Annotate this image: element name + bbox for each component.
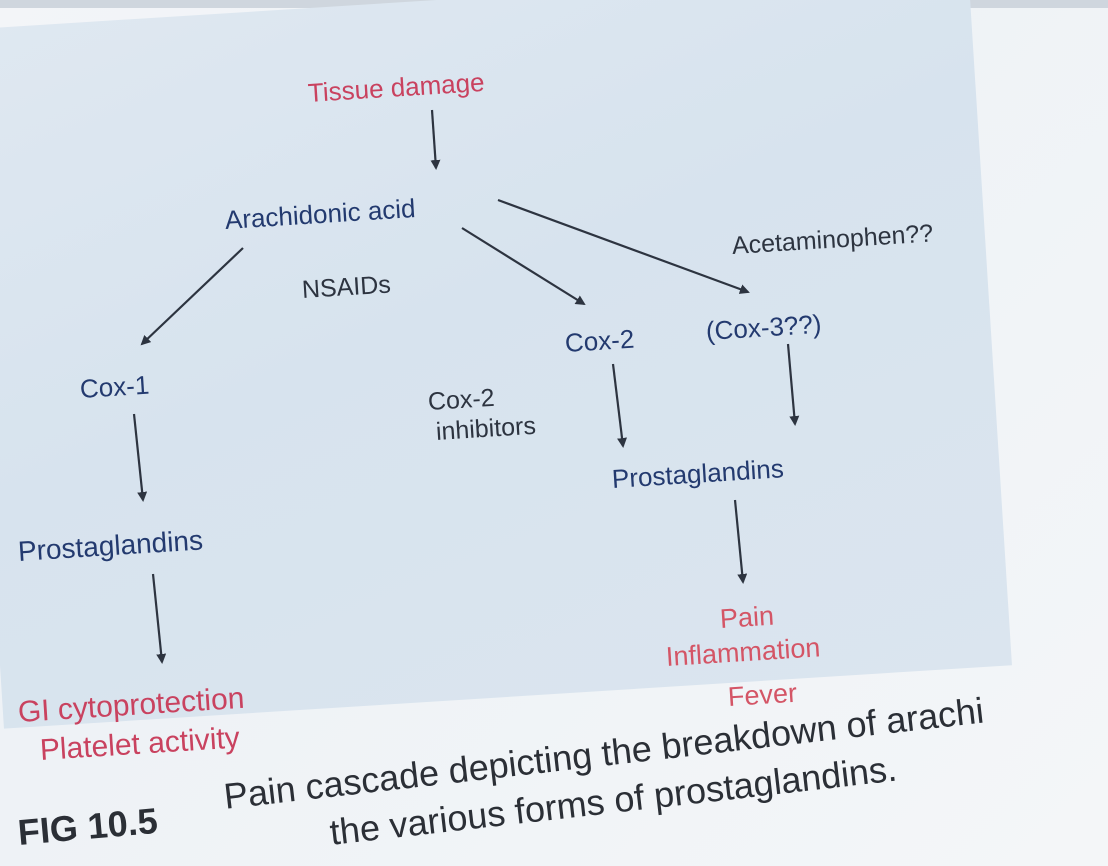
label-nsaids: NSAIDs: [301, 270, 392, 304]
arrow-prostaglandins-right-to-pain: [733, 499, 748, 584]
node-cox2: Cox-2: [564, 323, 636, 358]
arrow-arachidonic-to-cox3: [497, 198, 750, 294]
arrow-arachidonic-to-cox1: [140, 247, 244, 346]
outcome-pain: Pain: [719, 600, 775, 634]
arrow-cox1-to-prostaglandins: [132, 413, 148, 502]
arrow-prostaglandins-left-to-gi: [151, 573, 167, 664]
outcome-fever: Fever: [727, 677, 798, 712]
arrow-cox2-to-prostaglandins: [611, 363, 627, 448]
arrow-arachidonic-to-cox2: [461, 227, 586, 306]
arrow-cox3-to-prostaglandins: [786, 343, 800, 426]
label-cox2-inhibitors-line1: Cox-2: [427, 383, 496, 416]
arrow-tissue-to-arachidonic: [430, 109, 441, 170]
node-cox1: Cox-1: [79, 369, 151, 404]
